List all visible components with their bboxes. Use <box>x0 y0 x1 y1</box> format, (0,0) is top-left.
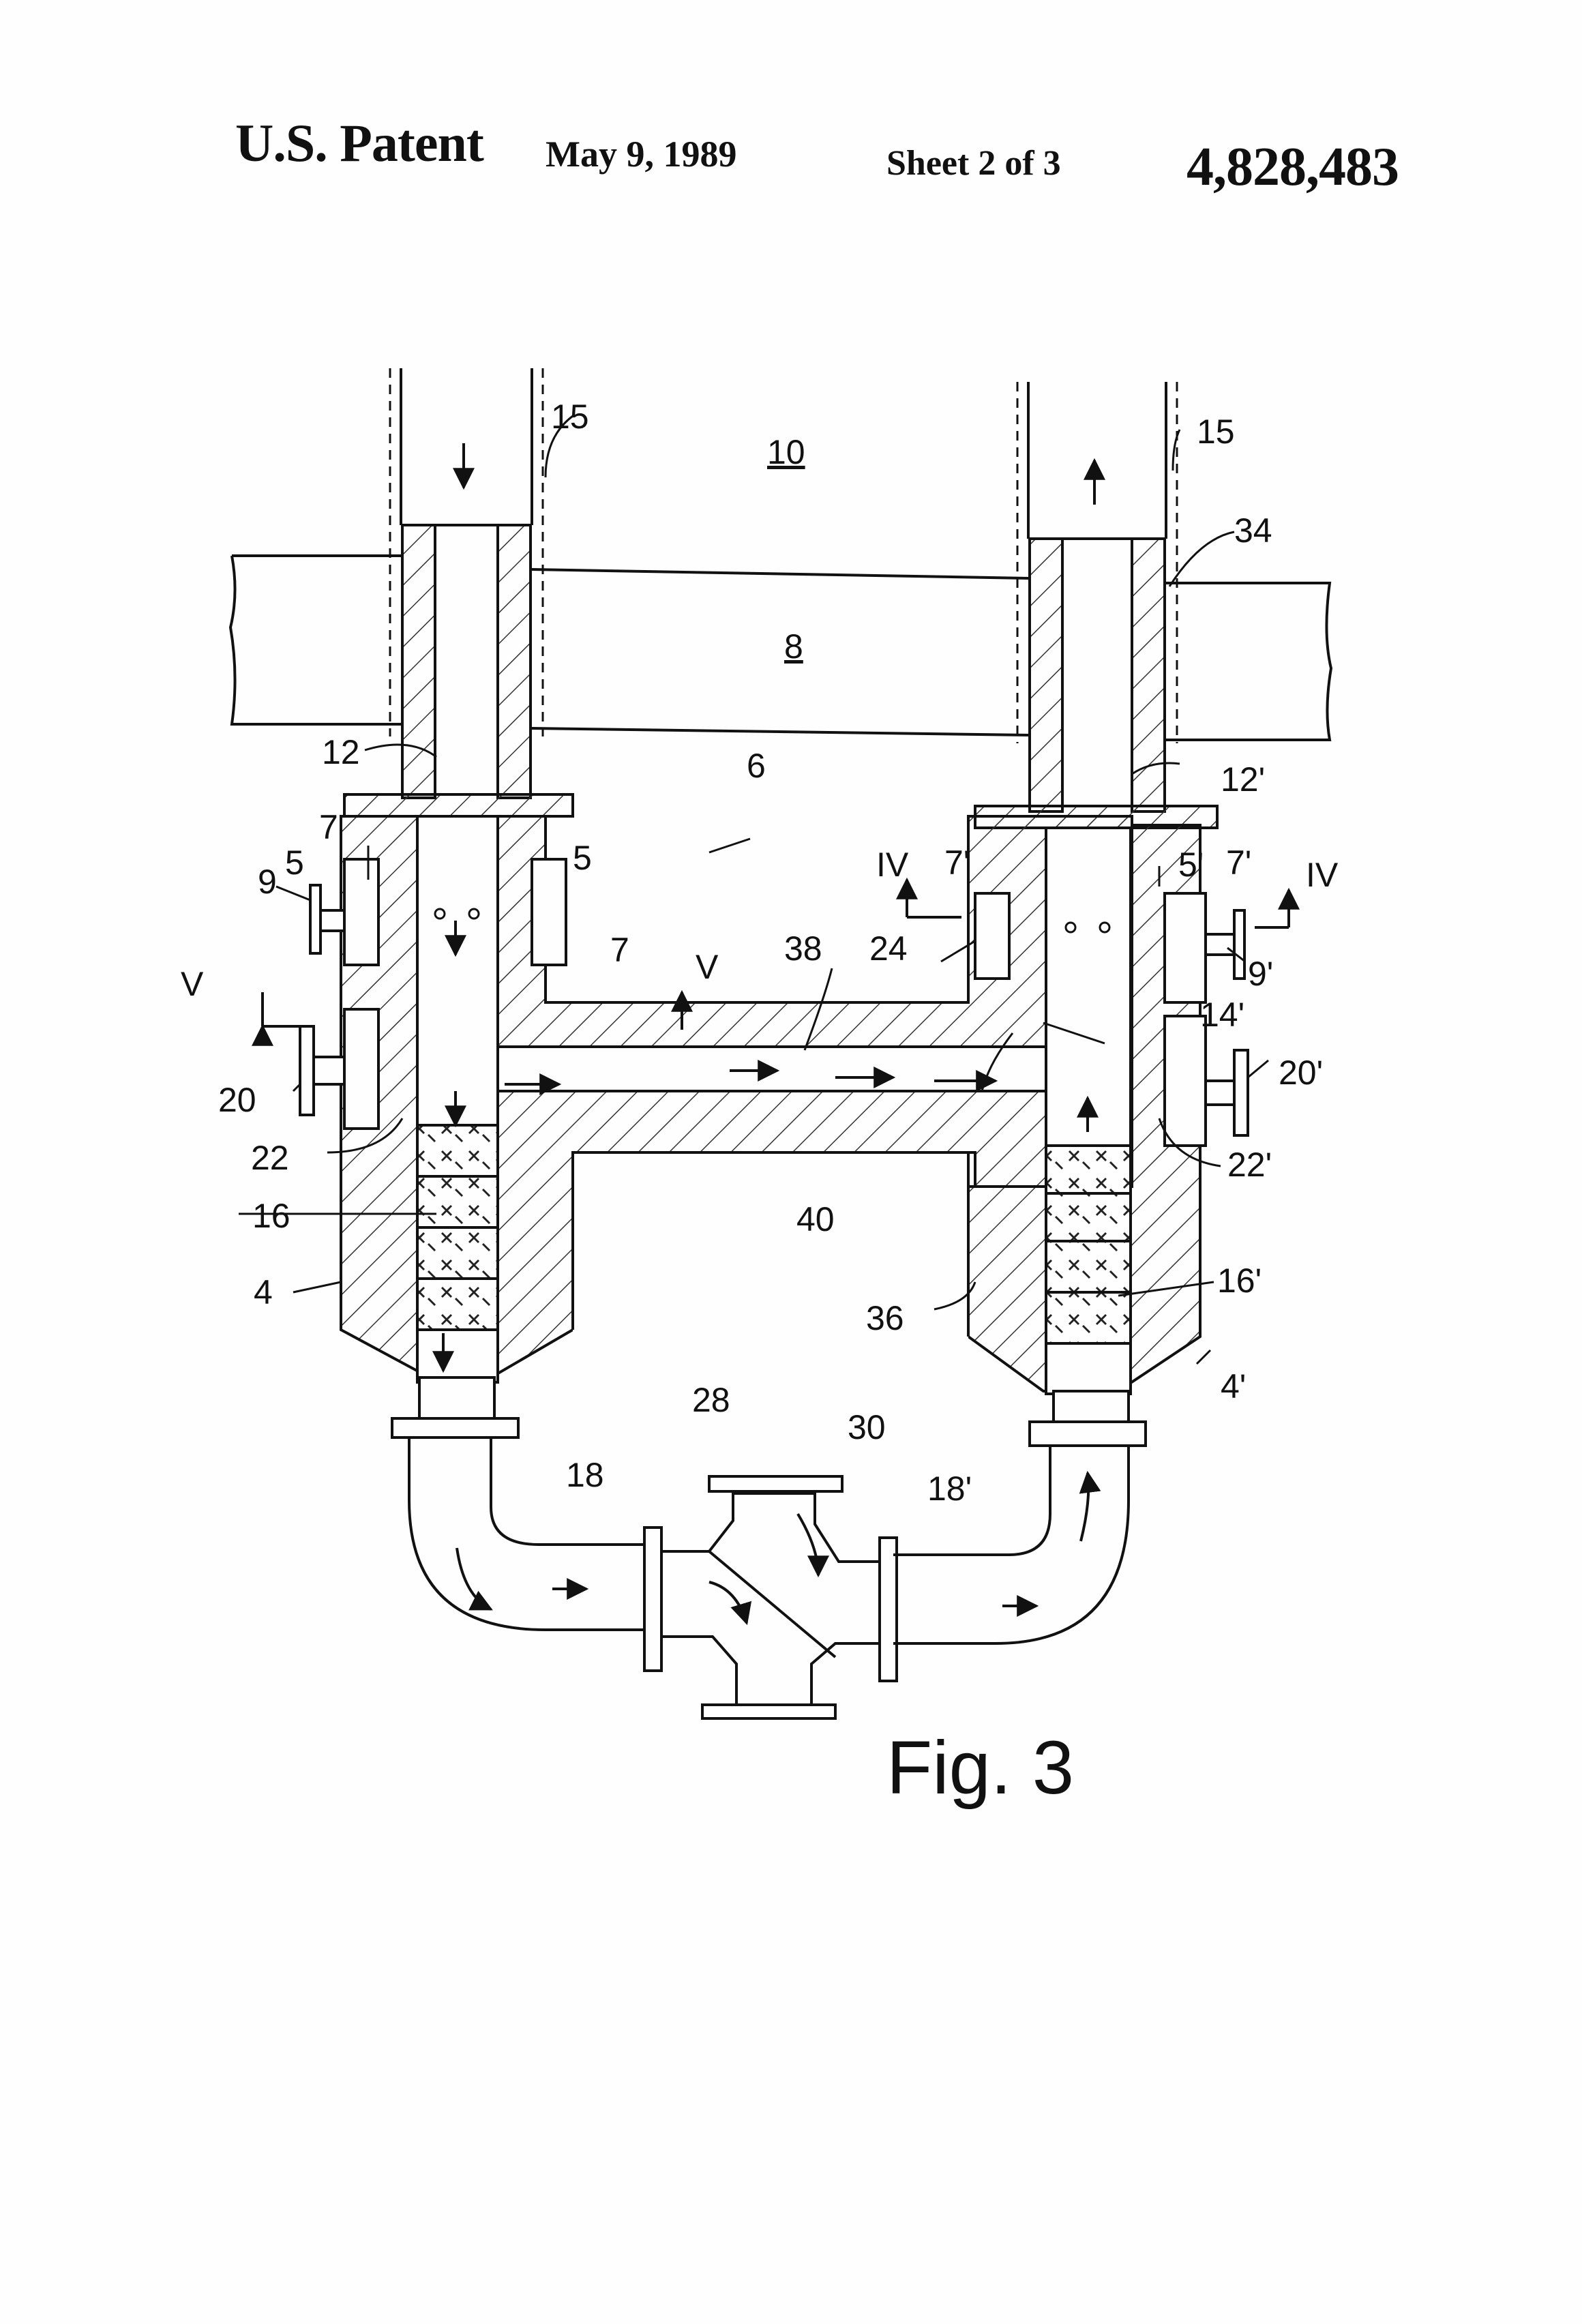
label-40: 40 <box>796 1200 835 1238</box>
label-5-right: 5 <box>573 839 592 877</box>
label-38: 38 <box>784 929 822 968</box>
label-24: 24 <box>869 929 908 968</box>
label-18: 18 <box>566 1456 604 1494</box>
label-10: 10 <box>767 433 805 471</box>
label-22-prime: 22' <box>1227 1146 1272 1184</box>
label-IV-left: IV <box>876 846 909 884</box>
label-5-prime: 5' <box>1178 846 1204 884</box>
label-22: 22 <box>251 1139 289 1177</box>
label-4: 4 <box>254 1273 273 1311</box>
label-28: 28 <box>692 1381 730 1419</box>
label-7-lower: 7 <box>610 931 629 969</box>
label-18-prime: 18' <box>927 1470 972 1508</box>
label-15-right: 15 <box>1197 413 1235 451</box>
label-20: 20 <box>218 1081 256 1119</box>
label-IV-right: IV <box>1306 856 1339 894</box>
label-36: 36 <box>866 1299 904 1337</box>
label-14-prime: 14' <box>1200 996 1244 1034</box>
label-12: 12 <box>322 733 360 771</box>
label-8: 8 <box>784 627 803 666</box>
label-V-right: V <box>696 948 719 986</box>
figure-caption: Fig. 3 <box>886 1726 1074 1810</box>
label-12-prime: 12' <box>1221 760 1265 799</box>
label-6: 6 <box>747 747 766 785</box>
label-20-prime: 20' <box>1279 1054 1323 1092</box>
label-V-left: V <box>181 965 204 1003</box>
label-7-upper-left: 7 <box>319 808 338 846</box>
label-16-prime: 16' <box>1217 1262 1262 1300</box>
label-9-prime: 9' <box>1248 955 1273 993</box>
label-16: 16 <box>252 1197 290 1235</box>
label-30: 30 <box>848 1408 886 1446</box>
label-7-prime-left: 7' <box>944 844 970 882</box>
label-34: 34 <box>1234 511 1272 550</box>
label-4-prime: 4' <box>1221 1367 1246 1405</box>
label-9: 9 <box>258 863 277 901</box>
label-15-left: 15 <box>551 398 589 436</box>
label-5-left: 5 <box>285 844 304 882</box>
label-7-prime-right: 7' <box>1226 844 1251 882</box>
